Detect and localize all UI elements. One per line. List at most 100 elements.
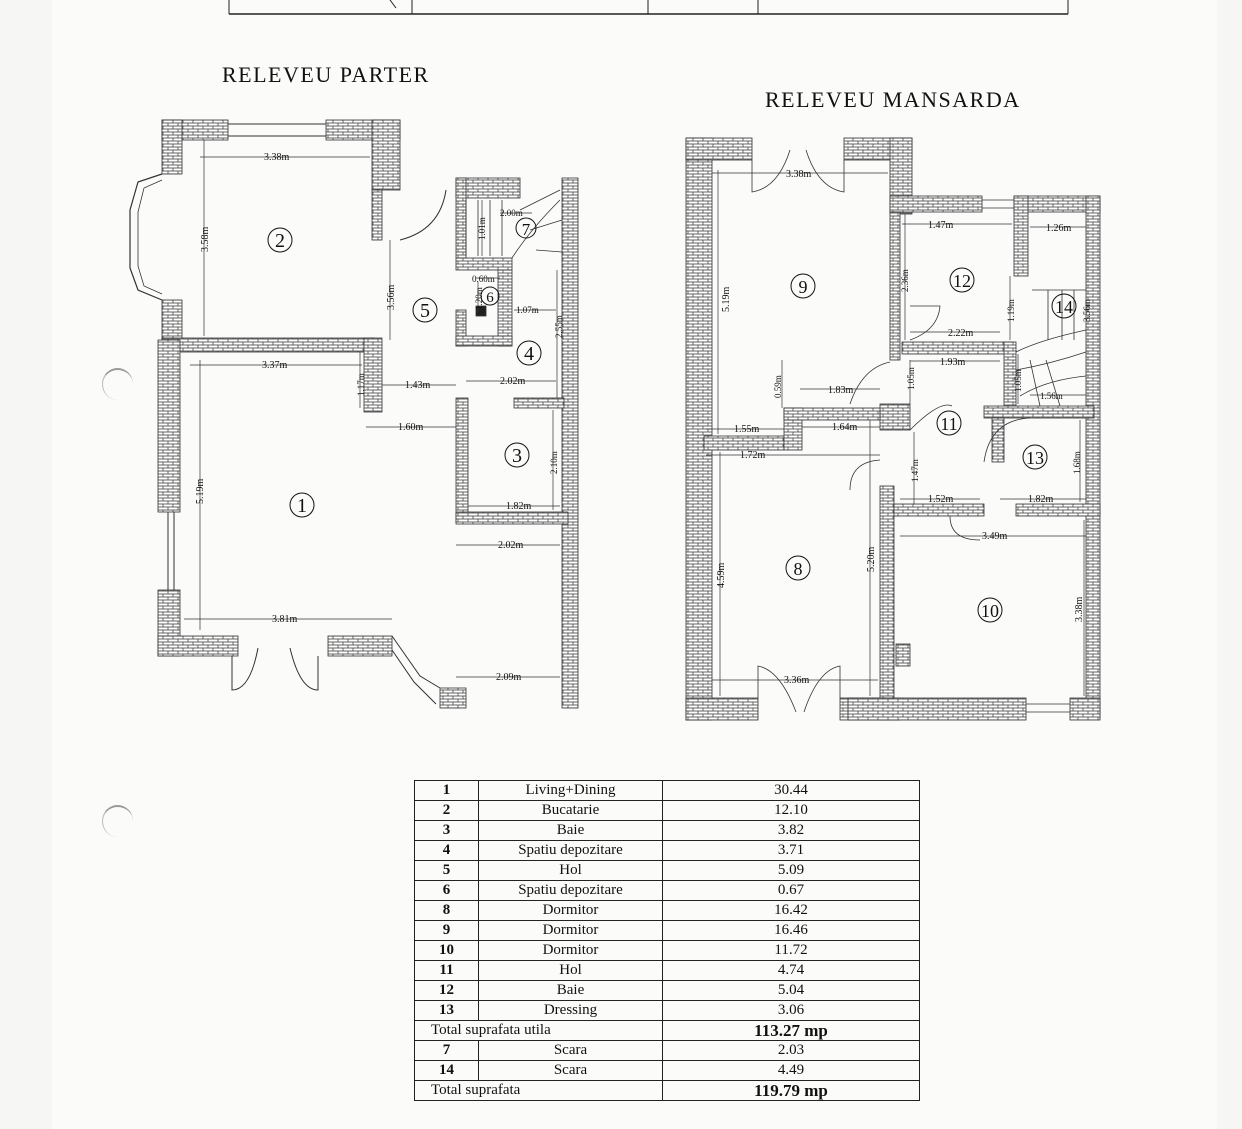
area-value-cell: 0.67 bbox=[662, 880, 920, 901]
room-number-cell: 13 bbox=[414, 1000, 479, 1021]
dim-label: 0.60m bbox=[472, 274, 495, 284]
area-value-cell: 16.46 bbox=[662, 920, 920, 941]
room-number-cell: 10 bbox=[414, 940, 479, 961]
area-value-cell: 4.49 bbox=[662, 1060, 920, 1081]
dim-label: 1.47m bbox=[910, 459, 920, 482]
dim-label: 3.38m bbox=[786, 169, 812, 180]
dim-label: 3.49m bbox=[982, 531, 1008, 542]
dim-label: 3.56m bbox=[386, 285, 397, 311]
room-number: 4 bbox=[524, 343, 534, 365]
dim-label: 1.47m bbox=[928, 220, 954, 231]
dim-label: 3.37m bbox=[262, 360, 288, 371]
room-name-cell: Dormitor bbox=[478, 920, 663, 941]
floor-plans: 3.38m 3.58m 3.56m 2.00m 1.01m 0.60m 1.20… bbox=[129, 0, 1101, 721]
dim-label: 1.55m bbox=[734, 424, 760, 435]
total-label: Total suprafata bbox=[414, 1080, 663, 1101]
dim-label: 3.38m bbox=[1074, 597, 1085, 623]
room-number-cell: 11 bbox=[414, 960, 479, 981]
room-number: 14 bbox=[1055, 297, 1073, 317]
dim-label: 1.68m bbox=[1072, 451, 1082, 474]
room-number-cell: 14 bbox=[414, 1060, 479, 1081]
room-number: 5 bbox=[420, 300, 430, 322]
area-value-cell: 30.44 bbox=[662, 780, 920, 801]
room-number-cell: 5 bbox=[414, 860, 479, 881]
room-number: 6 bbox=[486, 290, 494, 306]
punch-hole bbox=[102, 805, 133, 837]
room-name-cell: Hol bbox=[478, 860, 663, 881]
dim-label: 1.82m bbox=[1028, 494, 1054, 505]
dim-label: 1.52m bbox=[928, 494, 954, 505]
dim-label: 2.09m bbox=[496, 672, 522, 683]
dim-label: 2.36m bbox=[900, 269, 910, 292]
room-number-cell: 6 bbox=[414, 880, 479, 901]
dim-label: 1.60m bbox=[398, 422, 424, 433]
dim-label: 3.81m bbox=[272, 614, 298, 625]
room-name-cell: Bucatarie bbox=[478, 800, 663, 821]
room-name-cell: Scara bbox=[478, 1040, 663, 1061]
ground-floor-title: RELEVEU PARTER bbox=[222, 62, 430, 87]
room-number-cell: 7 bbox=[414, 1040, 479, 1061]
room-number: 12 bbox=[953, 271, 971, 291]
room-name-cell: Living+Dining bbox=[478, 780, 663, 801]
dim-label: 1.26m bbox=[1046, 223, 1072, 234]
room-number: 9 bbox=[799, 277, 808, 297]
dim-label: 0.59m bbox=[773, 375, 783, 398]
dim-label: 1.19m bbox=[1006, 299, 1016, 322]
area-value-cell: 4.74 bbox=[662, 960, 920, 981]
dim-label: 1.93m bbox=[940, 357, 966, 368]
dim-label: 1.05m bbox=[906, 367, 916, 390]
dim-label: 3.56m bbox=[1082, 299, 1092, 322]
area-value-cell: 3.82 bbox=[662, 820, 920, 841]
room-name-cell: Hol bbox=[478, 960, 663, 981]
punch-hole bbox=[102, 368, 133, 400]
dim-label: 1.83m bbox=[828, 385, 854, 396]
room-name-cell: Dressing bbox=[478, 1000, 663, 1021]
room-number-cell: 8 bbox=[414, 900, 479, 921]
room-number: 1 bbox=[297, 495, 307, 517]
attic-plan: 3.38m 1.47m 1.26m 5.19m 2.36m 1.19m 3.56… bbox=[685, 137, 1101, 721]
dim-label: 1.01m bbox=[477, 217, 487, 240]
area-value-cell: 5.09 bbox=[662, 860, 920, 881]
dim-label: 1.43m bbox=[405, 380, 431, 391]
dim-label: 5.20m bbox=[866, 547, 877, 573]
room-name-cell: Spatiu depozitare bbox=[478, 840, 663, 861]
dim-label: 1.56m bbox=[1040, 391, 1063, 401]
dim-label: 1.17m bbox=[356, 373, 366, 396]
dim-label: 3.36m bbox=[784, 675, 810, 686]
dim-label: 5.19m bbox=[195, 479, 206, 505]
dim-label: 1.64m bbox=[832, 422, 858, 433]
total-label: Total suprafata utila bbox=[414, 1020, 663, 1041]
room-name-cell: Baie bbox=[478, 820, 663, 841]
area-value-cell: 12.10 bbox=[662, 800, 920, 821]
total-value: 119.79 mp bbox=[662, 1080, 920, 1101]
dim-label: 1.05m bbox=[1013, 369, 1023, 392]
area-value-cell: 11.72 bbox=[662, 940, 920, 961]
area-value-cell: 16.42 bbox=[662, 900, 920, 921]
dim-label: 2.00m bbox=[500, 208, 523, 218]
room-name-cell: Scara bbox=[478, 1060, 663, 1081]
room-number-cell: 12 bbox=[414, 980, 479, 1001]
dim-label: 1.72m bbox=[740, 450, 766, 461]
room-name-cell: Spatiu depozitare bbox=[478, 880, 663, 901]
total-value: 113.27 mp bbox=[662, 1020, 920, 1041]
room-number-cell: 9 bbox=[414, 920, 479, 941]
ground-floor-plan: 3.38m 3.58m 3.56m 2.00m 1.01m 0.60m 1.20… bbox=[129, 119, 579, 709]
dim-label: 3.58m bbox=[200, 227, 211, 253]
room-number: 2 bbox=[275, 230, 285, 252]
area-value-cell: 5.04 bbox=[662, 980, 920, 1001]
